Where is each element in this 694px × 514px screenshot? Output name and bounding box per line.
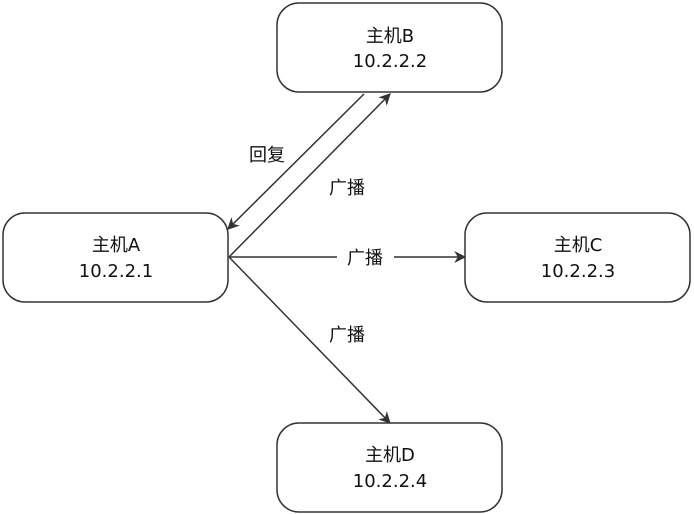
edge-broadcast-a-to-d	[228, 256, 391, 424]
node-host-a: 主机A 10.2.2.1	[2, 212, 229, 303]
broadcast-label-c: 广播	[347, 248, 383, 269]
broadcast-arrow-to-b	[228, 93, 391, 258]
node-host-b-name: 主机B	[366, 26, 414, 47]
node-host-c-name: 主机C	[554, 235, 603, 256]
node-host-d-ip: 10.2.2.4	[353, 471, 427, 492]
reply-label: 回复	[249, 145, 285, 166]
broadcast-arrow-to-d	[228, 256, 391, 424]
node-host-a-ip: 10.2.2.1	[79, 261, 153, 282]
node-host-c: 主机C 10.2.2.3	[464, 212, 691, 303]
node-host-b-box	[276, 2, 503, 93]
node-host-d: 主机D 10.2.2.4	[276, 422, 503, 513]
node-host-b: 主机B 10.2.2.2	[276, 2, 503, 93]
reply-arrow	[227, 93, 365, 230]
node-host-c-box	[464, 212, 691, 303]
node-host-d-name: 主机D	[365, 445, 415, 466]
edge-broadcast-a-to-b	[228, 93, 391, 258]
node-host-b-ip: 10.2.2.2	[353, 51, 427, 72]
edge-reply-b-to-a	[227, 93, 365, 230]
broadcast-label-d: 广播	[329, 325, 365, 346]
node-host-d-box	[276, 422, 503, 513]
broadcast-label-b: 广播	[329, 178, 365, 199]
node-host-a-name: 主机A	[92, 235, 141, 256]
node-host-a-box	[2, 212, 229, 303]
node-host-c-ip: 10.2.2.3	[541, 261, 615, 282]
